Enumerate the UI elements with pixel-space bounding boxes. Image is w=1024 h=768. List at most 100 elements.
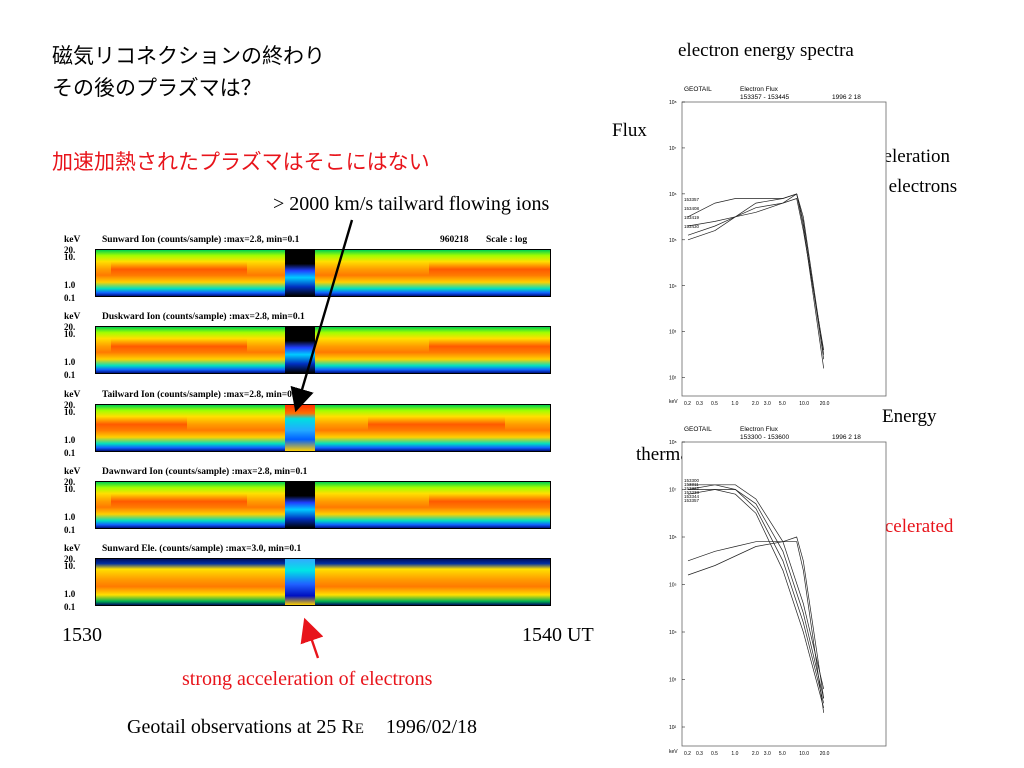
heatmap-column (383, 482, 393, 528)
panel-label: Duskward Ion (counts/sample) :max=2.8, m… (102, 312, 305, 322)
heatmap-column (383, 405, 393, 451)
heatmap-column (277, 482, 287, 528)
heatmap-column (338, 482, 347, 528)
heatmap-column (398, 327, 408, 373)
heatmap-column (360, 327, 370, 373)
heatmap-column (489, 327, 499, 373)
heatmap-column (300, 482, 309, 528)
heatmap-column (481, 250, 491, 296)
heatmap-column (307, 405, 317, 451)
heatmap-column (459, 327, 468, 373)
heatmap-column (247, 482, 256, 528)
legend-entry: 153430 (684, 224, 700, 229)
heatmap-column (421, 327, 430, 373)
heatmap-column (209, 327, 219, 373)
heatmap-column (428, 405, 438, 451)
heatmap-column (270, 250, 279, 296)
y-tick-label: 10⁸ (669, 100, 677, 106)
heatmap-column (481, 405, 491, 451)
heatmap-column (330, 405, 340, 451)
panel-unit: keV (64, 312, 81, 322)
heatmap-column (270, 327, 279, 373)
energy-label: Energy (882, 406, 937, 427)
heatmap-column (126, 559, 135, 605)
heatmap-column (247, 327, 256, 373)
heatmap-column (247, 405, 256, 451)
heatmap-column (466, 559, 476, 605)
series-line (687, 484, 825, 690)
heatmap-column (209, 482, 219, 528)
heatmap-column (323, 250, 332, 296)
panel-tick: 10. (64, 407, 76, 417)
heatmap-column (413, 559, 423, 605)
heatmap-column (481, 559, 491, 605)
heatmap-column (330, 559, 340, 605)
heatmap-column (497, 327, 506, 373)
heatmap-column (156, 250, 166, 296)
heatmap-column (126, 405, 135, 451)
heatmap-column (474, 559, 483, 605)
heatmap-column (148, 482, 158, 528)
heatmap-column (232, 482, 241, 528)
heatmap-column (111, 327, 120, 373)
heatmap-column (186, 250, 196, 296)
ions-annotation: > 2000 km/s tailward flowing ions (273, 193, 550, 215)
x-tick-label: 1.0 (731, 751, 738, 757)
heatmap-column (466, 482, 476, 528)
heatmap-column (504, 327, 514, 373)
heatmap-column (315, 405, 324, 451)
heatmap-column (194, 327, 203, 373)
x-tick-label: 20.0 (820, 401, 830, 407)
heatmap-column (148, 327, 158, 373)
heatmap-column (542, 482, 550, 528)
heatmap-column (300, 405, 309, 451)
heatmap-column (186, 327, 196, 373)
panel-heatmap (95, 558, 551, 606)
heatmap-column (391, 559, 400, 605)
heatmap-column (201, 405, 211, 451)
heatmap-column (323, 327, 332, 373)
heatmap-column (277, 405, 287, 451)
spectrum-time: 153300 - 153600 (740, 434, 790, 441)
heatmap-column (254, 405, 264, 451)
heatmap-column (194, 250, 203, 296)
y-tick-label: 10⁶ (669, 535, 677, 541)
heatmap-column (428, 327, 438, 373)
heatmap-column (315, 559, 324, 605)
heatmap-column (353, 559, 362, 605)
heatmap-column (111, 405, 120, 451)
time-end: 1540 UT (522, 624, 594, 646)
heatmap-column (497, 482, 506, 528)
heatmap-column (133, 559, 143, 605)
y-tick-label: 10³ (669, 330, 677, 336)
heatmap-column (96, 559, 105, 605)
heatmap-column (277, 559, 287, 605)
heatmap-column (239, 405, 249, 451)
heatmap-column (111, 482, 120, 528)
panel-tick: 1.0 (64, 357, 76, 367)
panel-label: Tailward Ion (counts/sample) :max=2.8, m… (102, 390, 300, 400)
heatmap-column (201, 559, 211, 605)
heatmap-column (292, 559, 302, 605)
y-tick-label: 10⁸ (669, 440, 677, 446)
heatmap-column (451, 250, 461, 296)
heatmap-column (421, 559, 430, 605)
y-tick-label: 10⁵ (669, 238, 677, 244)
heatmap-column (519, 250, 529, 296)
heatmap-column (133, 405, 143, 451)
spectrogram-panel: keV Sunward Ion (counts/sample) :max=2.8,… (62, 235, 562, 310)
heatmap-column (292, 250, 302, 296)
plot-frame (681, 101, 887, 397)
heatmap-column (148, 405, 158, 451)
heatmap-column (504, 482, 514, 528)
legend-entry: 153357 (684, 498, 700, 503)
heatmap-column (277, 327, 287, 373)
heatmap-column (285, 482, 294, 528)
heatmap-column (254, 250, 264, 296)
panel-label: Sunward Ion (counts/sample) :max=2.8, mi… (102, 235, 300, 245)
heatmap-column (217, 327, 226, 373)
panel-unit: keV (64, 235, 81, 245)
heatmap-column (148, 250, 158, 296)
panel-tick: 0.1 (64, 525, 76, 535)
